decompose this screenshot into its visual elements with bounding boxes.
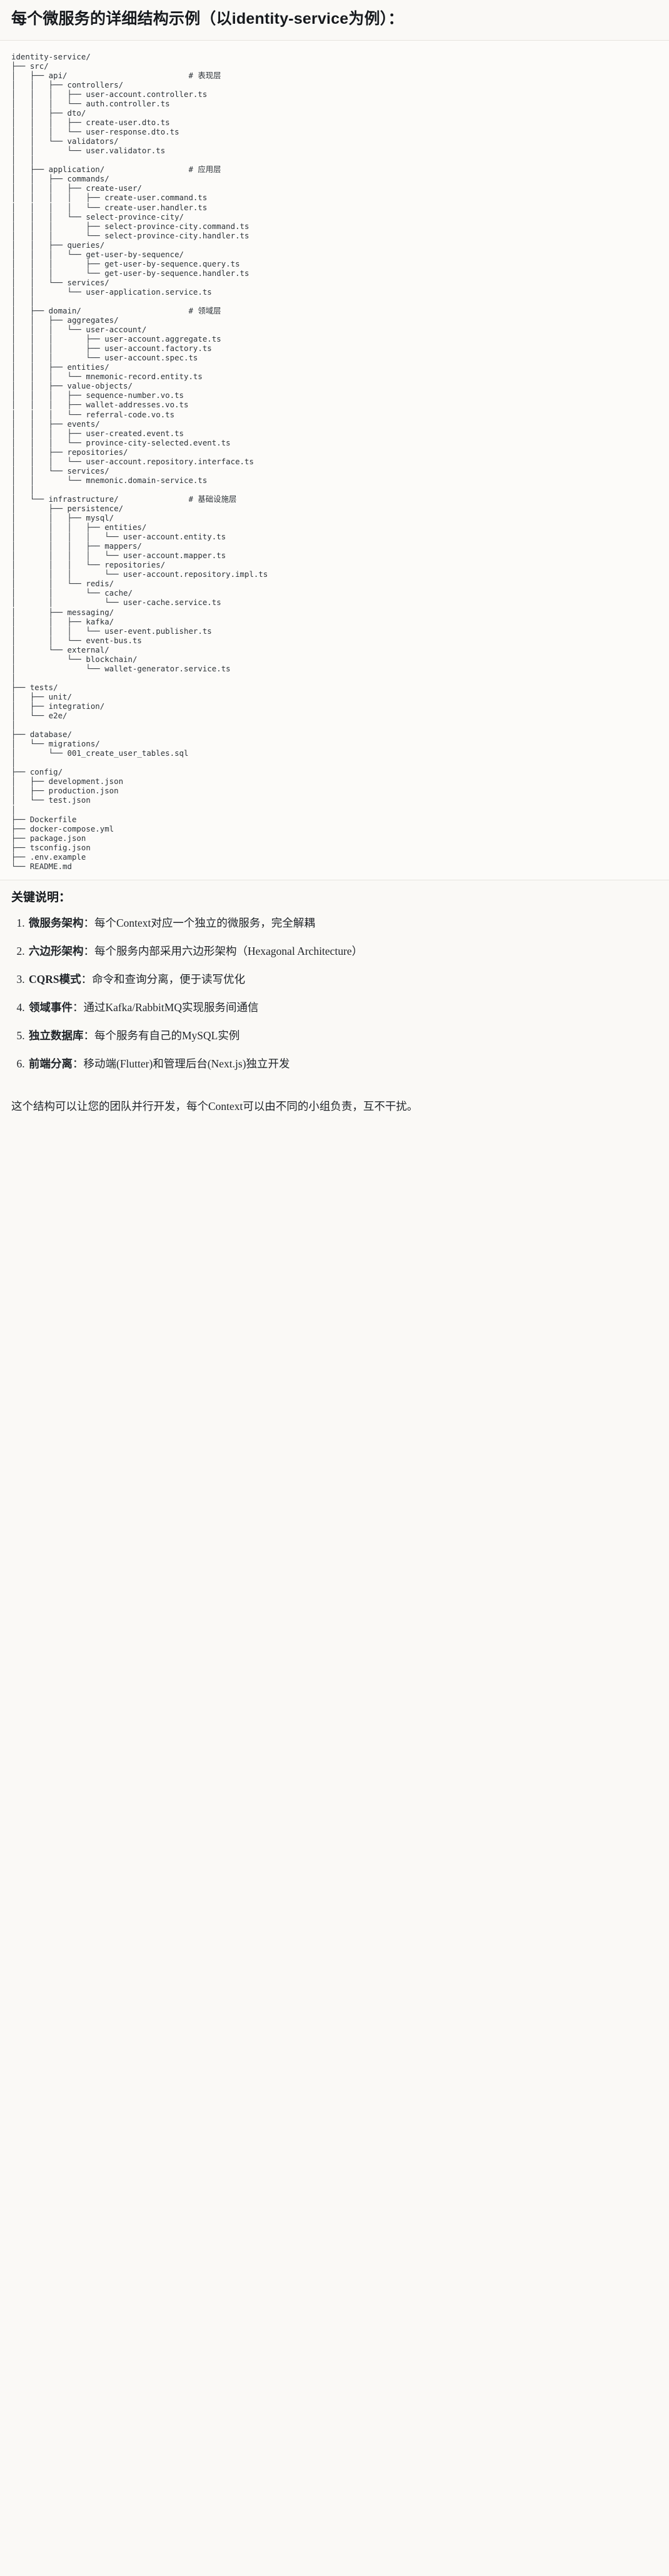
note-separator: ： xyxy=(83,916,95,929)
note-separator: ： xyxy=(81,972,93,985)
note-term: 独立数据库 xyxy=(29,1029,84,1042)
note-term: 前端分离 xyxy=(29,1057,73,1071)
list-item: CQRS模式：命令和查询分离，便于读写优化 xyxy=(28,971,658,988)
key-notes-list: 微服务架构：每个Context对应一个独立的微服务，完全解耦 六边形架构：每个服… xyxy=(11,915,658,1073)
directory-tree-block: identity-service/ ├── src/ │ ├── api/ # … xyxy=(0,40,669,880)
note-description: 每个服务有自己的MySQL实例 xyxy=(94,1029,240,1042)
key-notes-section: 关键说明： 微服务架构：每个Context对应一个独立的微服务，完全解耦 六边形… xyxy=(0,879,669,1091)
list-item: 领域事件：通过Kafka/RabbitMQ实现服务间通信 xyxy=(28,999,658,1016)
list-item: 前端分离：移动端(Flutter)和管理后台(Next.js)独立开发 xyxy=(28,1056,658,1072)
closing-paragraph: 这个结构可以让您的团队并行开发，每个Context可以由不同的小组负责，互不干扰… xyxy=(11,1100,418,1113)
note-description: 通过Kafka/RabbitMQ实现服务间通信 xyxy=(83,1000,259,1014)
note-term: 微服务架构 xyxy=(29,916,84,929)
key-notes-title: 关键说明： xyxy=(11,890,71,904)
note-term: CQRS模式 xyxy=(29,972,81,985)
list-item: 独立数据库：每个服务有自己的MySQL实例 xyxy=(28,1027,658,1044)
note-separator: ： xyxy=(83,944,95,957)
note-separator: ： xyxy=(73,1000,84,1014)
list-item: 微服务架构：每个Context对应一个独立的微服务，完全解耦 xyxy=(28,915,658,932)
note-description: 命令和查询分离，便于读写优化 xyxy=(92,972,246,985)
note-description: 每个Context对应一个独立的微服务，完全解耦 xyxy=(94,916,315,929)
page-title: 每个微服务的详细结构示例（以identity-service为例）： xyxy=(0,0,669,41)
directory-tree: identity-service/ ├── src/ │ ├── api/ # … xyxy=(11,51,268,871)
note-description: 每个服务内部采用六边形架构（Hexagonal Architecture） xyxy=(94,944,363,957)
note-description: 移动端(Flutter)和管理后台(Next.js)独立开发 xyxy=(83,1057,290,1071)
note-separator: ： xyxy=(83,1029,95,1042)
document-page: 每个微服务的详细结构示例（以identity-service为例）： ident… xyxy=(0,0,669,1116)
note-separator: ： xyxy=(73,1057,84,1071)
list-item: 六边形架构：每个服务内部采用六边形架构（Hexagonal Architectu… xyxy=(28,943,658,960)
note-term: 领域事件 xyxy=(29,1000,73,1014)
note-term: 六边形架构 xyxy=(29,944,84,957)
